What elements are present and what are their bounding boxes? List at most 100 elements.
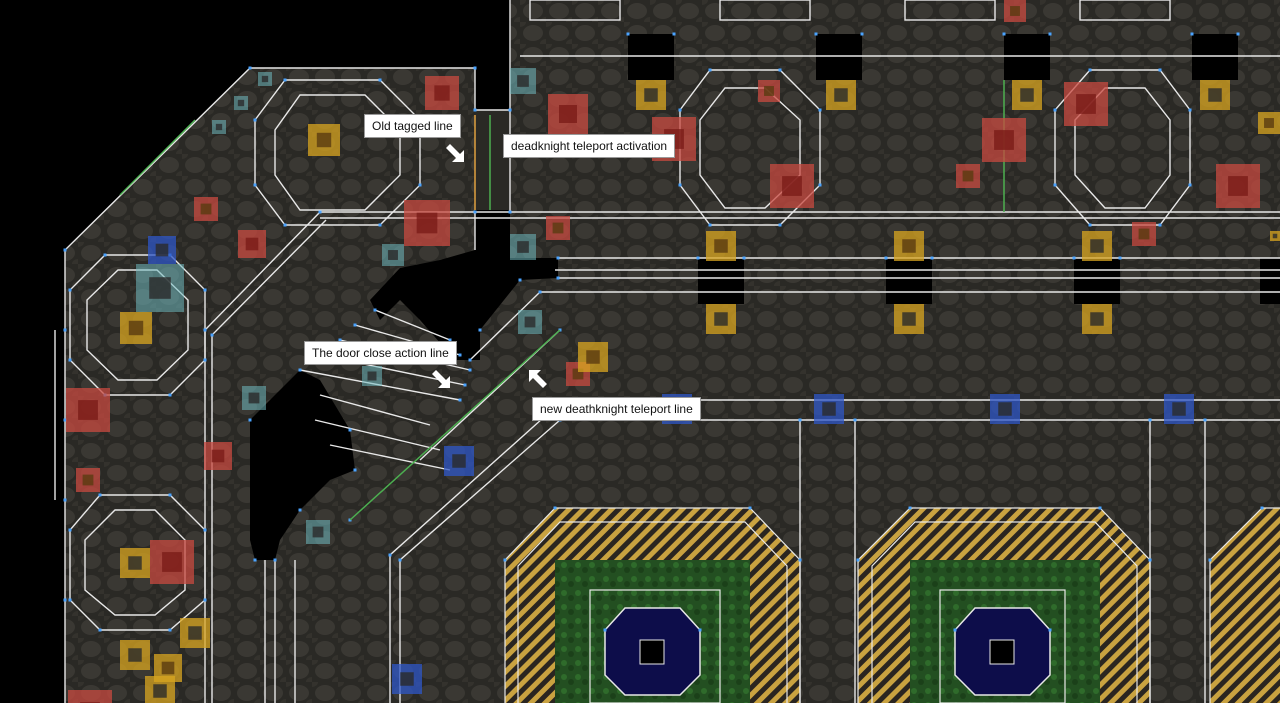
- lamp-thing-icon[interactable]: [636, 80, 666, 110]
- vertex: [814, 32, 818, 36]
- ammo-box-icon[interactable]: [154, 654, 182, 682]
- demon-thing-icon[interactable]: [425, 76, 459, 110]
- lamp-thing-icon[interactable]: [894, 304, 924, 334]
- lamp-thing-icon[interactable]: [518, 310, 542, 334]
- lamp-thing-icon[interactable]: [212, 120, 226, 134]
- lamp-thing-icon[interactable]: [826, 80, 856, 110]
- vertex: [1053, 183, 1057, 187]
- vertex: [473, 210, 477, 214]
- armor-thing-icon[interactable]: [136, 264, 184, 312]
- ammo-box-icon[interactable]: [308, 124, 340, 156]
- lamp-thing-icon[interactable]: [306, 520, 330, 544]
- armor-thing-icon[interactable]: [444, 446, 474, 476]
- vertex: [538, 290, 542, 294]
- demon-thing-icon[interactable]: [1216, 164, 1260, 208]
- lamp-thing-icon[interactable]: [258, 72, 272, 86]
- vertex: [798, 558, 802, 562]
- vertex: [298, 368, 302, 372]
- vertex: [203, 598, 207, 602]
- vertex: [473, 108, 477, 112]
- vertex: [248, 66, 252, 70]
- lamp-thing-icon[interactable]: [234, 96, 248, 110]
- vertex: [68, 358, 72, 362]
- lamp-thing-icon[interactable]: [242, 386, 266, 410]
- armor-thing-icon[interactable]: [990, 394, 1020, 424]
- vertex: [63, 328, 67, 332]
- lamp-thing-icon[interactable]: [382, 244, 404, 266]
- demon-thing-icon[interactable]: [68, 690, 112, 703]
- vertex: [478, 328, 482, 332]
- vertex: [1188, 183, 1192, 187]
- vertex: [203, 328, 207, 332]
- ammo-box-icon[interactable]: [1004, 0, 1026, 22]
- ammo-box-icon[interactable]: [120, 312, 152, 344]
- demon-thing-icon[interactable]: [204, 442, 232, 470]
- ammo-box-icon[interactable]: [546, 216, 570, 240]
- vertex: [953, 628, 957, 632]
- demon-thing-icon[interactable]: [770, 164, 814, 208]
- vertex: [1098, 506, 1102, 510]
- vertex: [508, 108, 512, 112]
- ammo-box-icon[interactable]: [578, 342, 608, 372]
- ammo-box-icon[interactable]: [758, 80, 780, 102]
- lamp-thing-icon[interactable]: [1200, 80, 1230, 110]
- demon-thing-icon[interactable]: [238, 230, 266, 258]
- vertex: [1048, 32, 1052, 36]
- demon-thing-icon[interactable]: [404, 200, 450, 246]
- vertex: [68, 288, 72, 292]
- demon-thing-icon[interactable]: [1064, 82, 1108, 126]
- ammo-box-icon[interactable]: [76, 468, 100, 492]
- vertex: [63, 498, 67, 502]
- lamp-thing-icon[interactable]: [120, 548, 150, 578]
- callout-new-deathknight-teleport-line: new deathknight teleport line: [532, 397, 701, 421]
- vertex: [283, 223, 287, 227]
- vertex: [930, 256, 934, 260]
- ammo-box-icon[interactable]: [956, 164, 980, 188]
- vertex-markers: [63, 32, 1264, 632]
- armor-thing-icon[interactable]: [392, 664, 422, 694]
- vertex: [448, 338, 452, 342]
- ammo-box-icon[interactable]: [1132, 222, 1156, 246]
- vertex: [388, 553, 392, 557]
- lamp-thing-icon[interactable]: [510, 234, 536, 260]
- lamp-thing-icon[interactable]: [1270, 231, 1280, 241]
- lamp-thing-icon[interactable]: [362, 366, 382, 386]
- nukage-pits: [505, 508, 1280, 703]
- ammo-box-icon[interactable]: [1258, 112, 1280, 134]
- demon-thing-icon[interactable]: [150, 540, 194, 584]
- vertex: [103, 253, 107, 257]
- demon-thing-icon[interactable]: [66, 388, 110, 432]
- demon-thing-icon[interactable]: [548, 94, 588, 134]
- arrow-pointer-icon: [446, 144, 464, 162]
- vertex: [1208, 558, 1212, 562]
- vertex: [353, 323, 357, 327]
- vertex: [503, 558, 507, 562]
- ammo-box-icon[interactable]: [706, 231, 736, 261]
- vertex: [458, 398, 462, 402]
- vertex: [203, 528, 207, 532]
- vertex: [556, 276, 560, 280]
- vertex: [553, 506, 557, 510]
- lamp-thing-icon[interactable]: [180, 618, 210, 648]
- lamp-thing-icon[interactable]: [120, 640, 150, 670]
- armor-thing-icon[interactable]: [148, 236, 176, 264]
- armor-thing-icon[interactable]: [814, 394, 844, 424]
- ammo-box-icon[interactable]: [894, 231, 924, 261]
- lamp-thing-icon[interactable]: [1082, 304, 1112, 334]
- ammo-box-icon[interactable]: [194, 197, 218, 221]
- vertex: [283, 78, 287, 82]
- vertex: [248, 418, 252, 422]
- vertex: [696, 256, 700, 260]
- lamp-thing-icon[interactable]: [1012, 80, 1042, 110]
- armor-thing-icon[interactable]: [1164, 394, 1194, 424]
- vertex: [210, 333, 214, 337]
- vertex: [253, 183, 257, 187]
- vertex: [518, 278, 522, 282]
- lamp-thing-icon[interactable]: [706, 304, 736, 334]
- demon-thing-icon[interactable]: [982, 118, 1026, 162]
- lamp-thing-icon[interactable]: [510, 68, 536, 94]
- callout-old-tagged-line: Old tagged line: [364, 114, 461, 138]
- lamp-thing-icon[interactable]: [1082, 231, 1112, 261]
